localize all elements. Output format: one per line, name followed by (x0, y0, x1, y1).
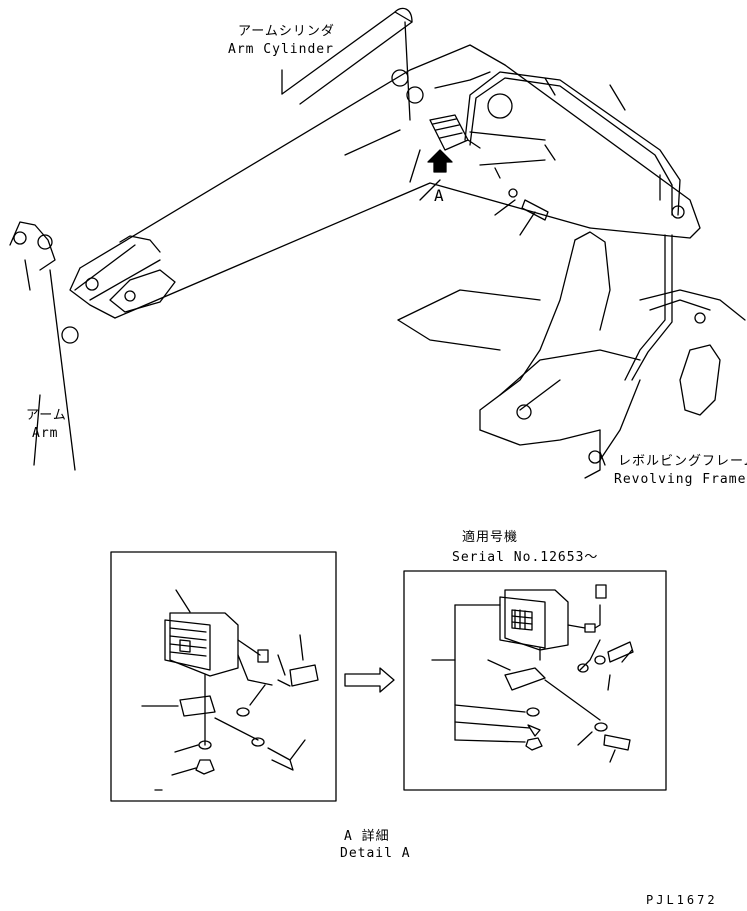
arm-work-lamp (429, 114, 549, 236)
detail-label-en: Detail A (340, 846, 411, 861)
serial-label-en: Serial No.12653～ (452, 550, 599, 565)
arm-body (69, 44, 701, 319)
revolving-frame-label-jp: レボルビングフレーム (618, 454, 747, 469)
arm-label-en: Arm (32, 426, 59, 441)
arm-end-bracket (9, 221, 79, 471)
hydraulic-line (464, 71, 681, 381)
detail-box-old (110, 551, 337, 802)
view-a-arrow (419, 149, 453, 201)
arm-cylinder-label-jp: アームシリンダ (238, 24, 335, 39)
arm-label-jp: アーム (26, 408, 67, 423)
arm-cylinder-label-en: Arm Cylinder (228, 42, 334, 57)
change-arrow (344, 667, 395, 693)
drawing-number: PJL1672 (646, 893, 718, 907)
revolving-frame-label-en: Revolving Frame (614, 472, 747, 487)
leader-lines-top (33, 394, 606, 466)
view-a-marker: A (434, 186, 445, 205)
detail-box-new (403, 570, 667, 791)
new-lamp-assembly (431, 584, 634, 763)
detail-label-jp: A 詳細 (344, 829, 390, 844)
old-lamp-assembly (141, 589, 319, 791)
revolving-frame (397, 231, 746, 479)
serial-label-jp: 適用号機 (462, 530, 519, 545)
